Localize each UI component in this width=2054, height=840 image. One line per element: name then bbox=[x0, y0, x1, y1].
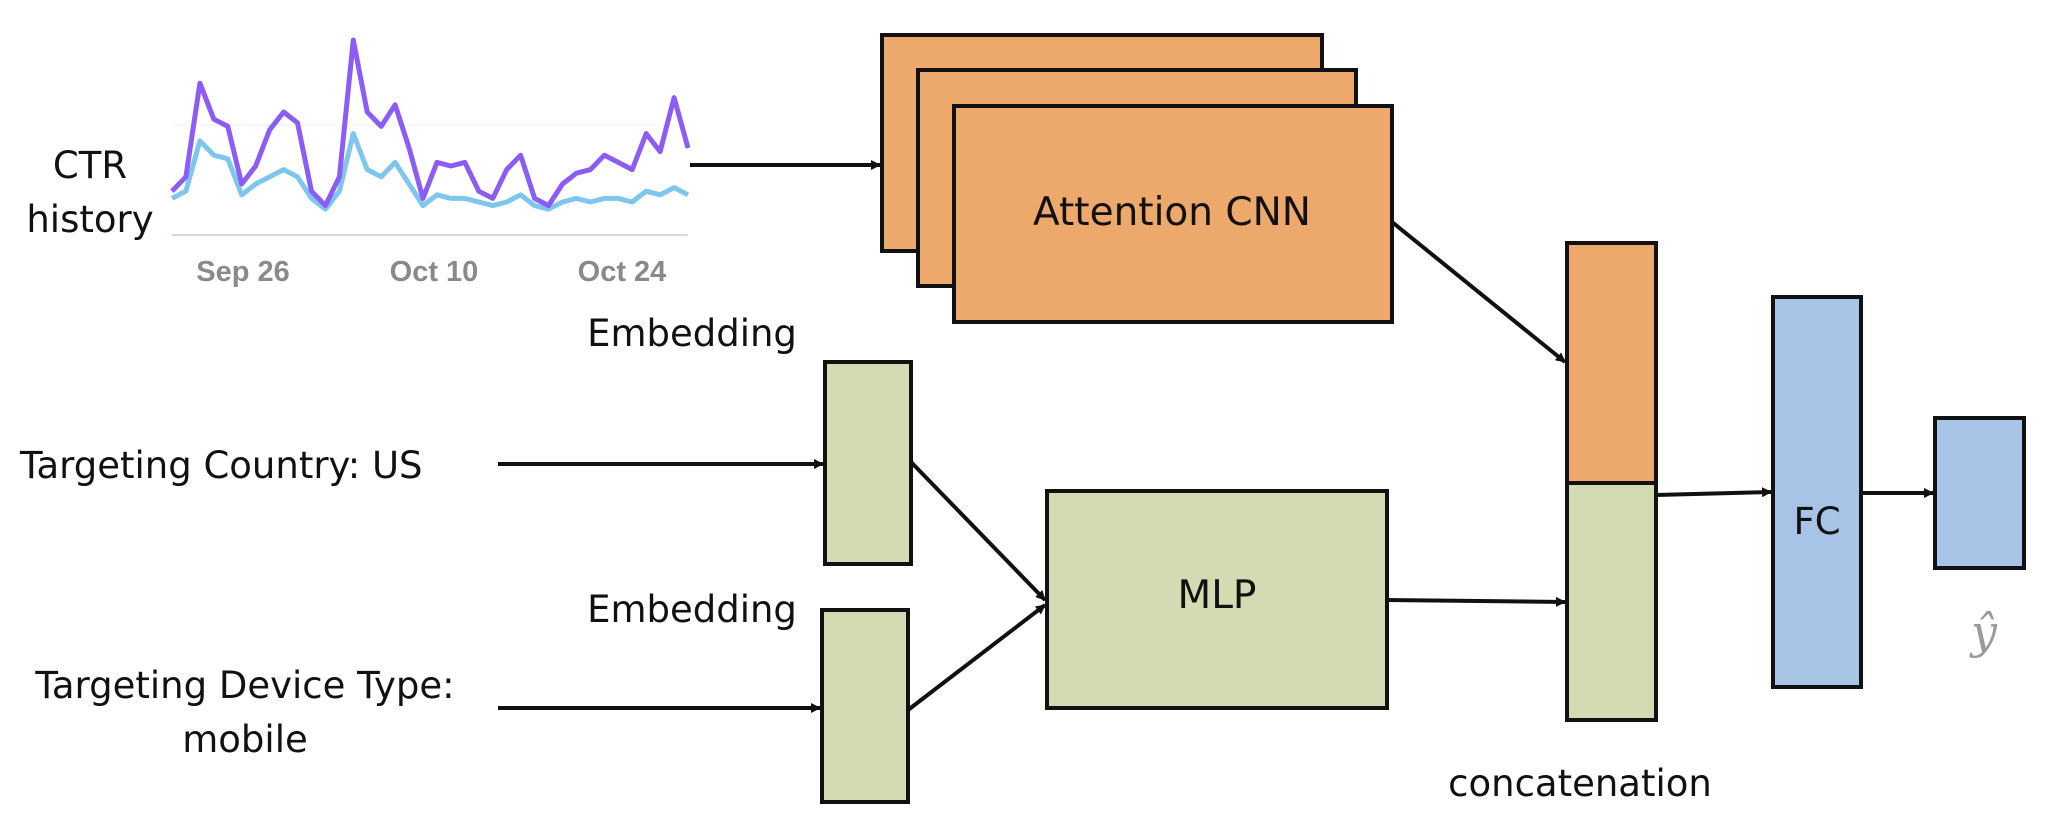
attention-cnn-layer bbox=[952, 104, 1394, 324]
output-y-hat-label: ŷ bbox=[1969, 605, 1998, 659]
embedding-label: Embedding bbox=[587, 588, 797, 631]
chart-tick-label: Sep 26 bbox=[196, 256, 290, 288]
embedding-label: Embedding bbox=[587, 312, 797, 355]
chart-series-line bbox=[170, 37, 691, 209]
targeting-device-label: mobile bbox=[182, 718, 308, 761]
ctr-history-label: history bbox=[26, 198, 153, 241]
arrow-concat-to-fc bbox=[1655, 487, 1772, 498]
fc-label: FC bbox=[1793, 500, 1840, 543]
arrow-mlp-to-concat bbox=[1386, 596, 1566, 607]
targeting-device-label: Targeting Device Type: bbox=[34, 664, 454, 707]
mlp-box bbox=[1045, 489, 1389, 710]
arrow-embedding-to-mlp bbox=[909, 460, 1047, 602]
ctr-history-chart: Sep 26 Oct 10 Oct 24 bbox=[170, 37, 691, 288]
concatenation-cnn-part bbox=[1565, 241, 1658, 485]
ctr-history-label: CTR bbox=[53, 144, 127, 187]
chart-tick-label: Oct 10 bbox=[390, 256, 479, 288]
mlp-label: MLP bbox=[1178, 573, 1257, 618]
chart-tick-label: Oct 24 bbox=[578, 256, 667, 288]
fc-box bbox=[1771, 295, 1863, 689]
arrow-cnn-to-concat bbox=[1390, 220, 1567, 364]
concatenation-mlp-part bbox=[1565, 481, 1658, 722]
concatenation-label: concatenation bbox=[1448, 762, 1712, 805]
attention-cnn-label: Attention CNN bbox=[1033, 190, 1311, 235]
device-embedding-box bbox=[820, 608, 910, 804]
arrow-embedding-to-mlp bbox=[906, 603, 1047, 712]
chart-series-line bbox=[170, 131, 690, 212]
targeting-country-label: Targeting Country: US bbox=[19, 444, 423, 487]
output-box bbox=[1933, 416, 2026, 570]
country-embedding-box bbox=[823, 360, 913, 566]
